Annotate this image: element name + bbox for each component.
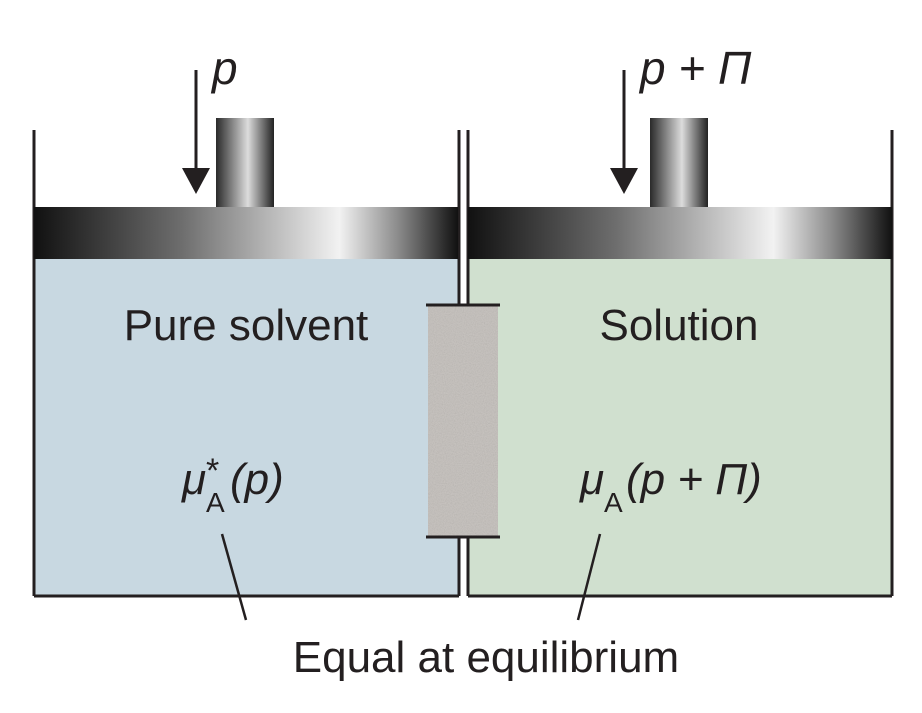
semipermeable-membrane	[426, 303, 500, 539]
right-pressure-label: p + Π	[638, 42, 752, 94]
right-pressure-arrow-icon	[610, 70, 638, 194]
right-chemical-potential: μ A (p + Π)	[579, 455, 762, 518]
pure-solvent-label: Pure solvent	[124, 301, 369, 350]
right-leader-line	[576, 533, 602, 621]
left-leader-line	[220, 533, 248, 621]
pure-solvent-liquid	[34, 259, 458, 596]
equilibrium-caption: Equal at equilibrium	[293, 633, 679, 682]
left-potential-superscript: *	[206, 452, 219, 490]
solution-label: Solution	[599, 301, 758, 350]
right-potential-argument: (p + Π)	[626, 455, 762, 504]
right-piston	[468, 118, 892, 259]
left-pressure-label: p	[210, 42, 238, 94]
left-potential-symbol: μ	[181, 455, 206, 504]
left-potential-subscript: A	[206, 487, 225, 518]
right-potential-symbol: μ	[579, 455, 604, 504]
left-pressure-arrow-icon	[182, 70, 210, 194]
left-chemical-potential: μ * A (p)	[181, 452, 284, 518]
right-potential-subscript: A	[604, 487, 623, 518]
left-piston	[34, 118, 458, 259]
left-potential-argument: (p)	[230, 455, 284, 504]
solution-liquid	[468, 259, 892, 596]
